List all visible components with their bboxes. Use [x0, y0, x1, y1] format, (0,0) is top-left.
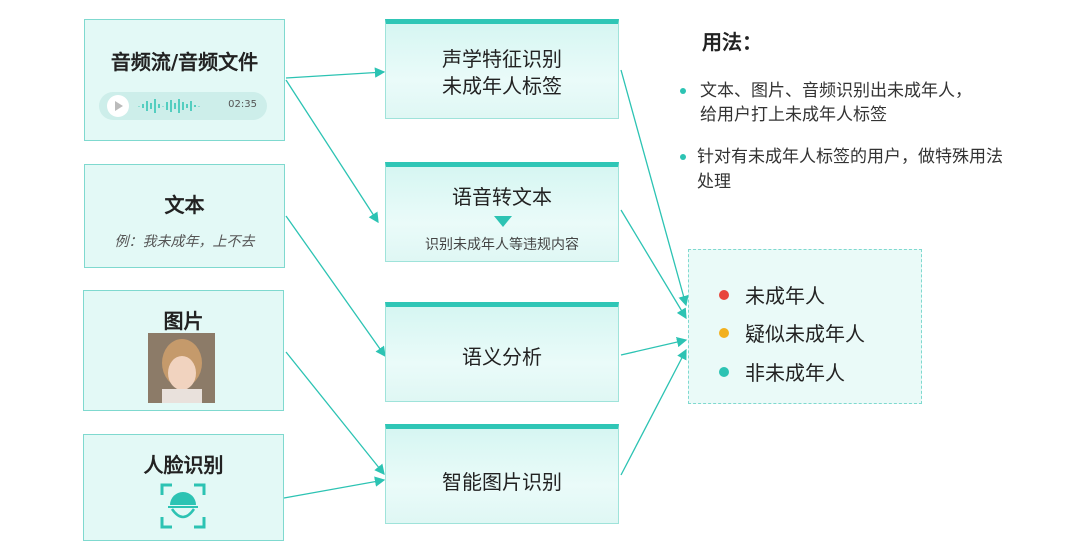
process-imagerec-title: 智能图片识别: [442, 470, 562, 494]
input-audio-box: 音频流/音频文件 02:35: [84, 19, 285, 141]
result-item-minor: 未成年人: [719, 280, 825, 309]
input-image-box: 图片: [83, 290, 284, 411]
result-item-adult: 非未成年人: [719, 357, 845, 386]
input-text-box: 文本 例：我未成年，上不去: [84, 164, 285, 268]
face-scan-icon: [160, 483, 206, 529]
portrait-photo: [148, 333, 215, 403]
result-label: 疑似未成年人: [745, 322, 865, 346]
input-face-box: 人脸识别: [83, 434, 284, 541]
result-box: 未成年人 疑似未成年人 非未成年人: [688, 249, 922, 404]
input-text-example: 例：我未成年，上不去: [114, 234, 255, 250]
usage-item-1-line2: 给用户打上未成年人标签: [700, 105, 887, 125]
bullet-icon: [680, 88, 686, 94]
process-imagerec-box: 智能图片识别: [385, 424, 619, 524]
process-semantic-title: 语义分析: [462, 345, 542, 369]
process-semantic-box: 语义分析: [385, 302, 619, 402]
arrow-semantic-result: [620, 336, 688, 356]
usage-item-2-line1: 针对有未成年人标签的用户，做特殊用法: [697, 147, 1003, 167]
down-arrow-icon: [494, 216, 512, 227]
audio-player[interactable]: 02:35: [99, 92, 267, 120]
arrow-asr-result: [620, 209, 687, 320]
arrow-imagerec-result: [620, 348, 687, 476]
process-asr-sub: 识别未成年人等违规内容: [425, 237, 579, 253]
process-acoustic-box: 声学特征识别 未成年人标签: [385, 19, 619, 119]
arrow-acoustic-result: [620, 69, 689, 307]
arrow-image-imagerec: [285, 351, 385, 476]
bullet-icon: [680, 154, 686, 160]
input-text-title: 文本: [164, 193, 205, 217]
arrow-audio-acoustic: [285, 67, 386, 79]
play-icon[interactable]: [107, 95, 129, 117]
process-acoustic-line2: 未成年人标签: [442, 74, 562, 98]
process-acoustic-line1: 声学特征识别: [442, 47, 562, 71]
arrow-face-imagerec: [283, 476, 386, 499]
usage-title: 用法：: [702, 30, 762, 54]
result-label: 未成年人: [745, 284, 825, 308]
yellow-dot-icon: [719, 327, 729, 338]
process-asr-box: 语音转文本 识别未成年人等违规内容: [385, 162, 619, 262]
audio-time: 02:35: [228, 99, 257, 110]
usage-item-1-line1: 文本、图片、音频识别出未成年人，: [700, 81, 972, 101]
result-label: 非未成年人: [745, 361, 845, 385]
waveform-icon: [138, 99, 200, 113]
input-face-title: 人脸识别: [143, 453, 224, 477]
teal-dot-icon: [719, 366, 729, 377]
arrow-text-semantic: [285, 215, 386, 358]
usage-item-2-line2: 处理: [697, 172, 731, 192]
result-item-suspected: 疑似未成年人: [719, 318, 865, 347]
input-image-title: 图片: [163, 309, 204, 333]
input-audio-title: 音频流/音频文件: [110, 50, 259, 74]
process-asr-title: 语音转文本: [452, 185, 552, 209]
arrow-audio-asr: [285, 79, 379, 224]
red-dot-icon: [719, 289, 729, 300]
